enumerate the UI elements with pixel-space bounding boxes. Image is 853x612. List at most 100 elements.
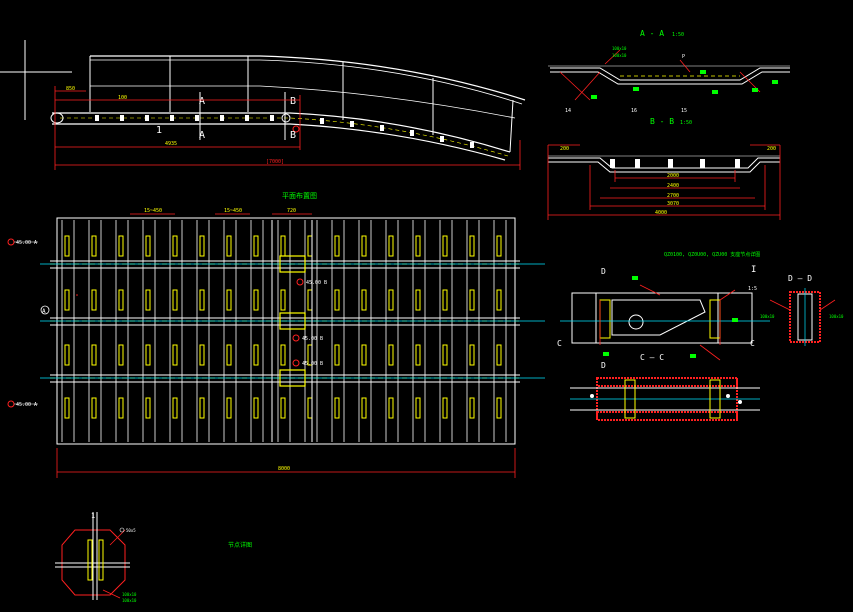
node-note-2: 100x10 <box>122 592 137 597</box>
tag-4-text: 45.00 B <box>302 336 323 342</box>
plan-stiffener <box>496 397 502 419</box>
aa-note-1: 100x10 <box>612 46 627 51</box>
plan-stiffener <box>145 235 151 257</box>
bb-dim-1: 2000 <box>667 173 679 179</box>
support-detail-view: QZ0100, QZ0U00, QZU00 支座节点详图 I 1:5 D D C… <box>557 251 770 421</box>
section-b-bottom-label: B <box>290 130 296 141</box>
plan-stiffener <box>64 235 70 257</box>
plan-stiffener <box>91 289 97 311</box>
plan-stiffener <box>469 235 475 257</box>
plan-stiffener <box>64 397 70 419</box>
plan-stiffener <box>280 397 286 419</box>
dd-note-2: 100x10 <box>829 314 844 319</box>
plan-stiffener <box>496 289 502 311</box>
detail-d-top: D <box>601 267 606 276</box>
bb-dim-3: 2700 <box>667 193 679 199</box>
detail-c-right: C <box>750 339 755 348</box>
dim-seg-text: 100 <box>118 95 127 101</box>
plan-stiffener <box>145 397 151 419</box>
plan-stiffener <box>226 289 232 311</box>
tag-1-text: 45.00 A <box>16 240 37 246</box>
section-a-top-label: A <box>199 96 205 107</box>
plan-stiffener <box>253 289 259 311</box>
plan-stiffener <box>469 397 475 419</box>
plan-stiffener <box>307 289 313 311</box>
bb-scale: 1:50 <box>680 120 692 126</box>
aa-15-label: 15 <box>681 108 687 114</box>
dim-total-text: [7000] <box>266 159 284 165</box>
plan-stiffener <box>442 344 448 366</box>
detail-title: QZ0100, QZ0U00, QZU00 支座节点详图 <box>664 251 760 258</box>
dd-title: D — D <box>788 274 812 283</box>
plan-stiffener <box>442 397 448 419</box>
plan-stiffener <box>334 289 340 311</box>
plan-stiffener <box>307 235 313 257</box>
detail-cc-label: C — C <box>640 353 664 362</box>
plan-stiffener <box>496 235 502 257</box>
plan-stiffener <box>334 397 340 419</box>
detail-scale: 1:5 <box>748 286 757 292</box>
plan-stiffener <box>118 289 124 311</box>
aa-title: A - A <box>640 29 664 38</box>
crosshair-cursor-icon <box>0 40 72 120</box>
view-1-label: 1 <box>156 125 162 136</box>
aa-scale: 1:50 <box>672 32 684 38</box>
plan-stiffener <box>442 235 448 257</box>
plan-stiffener <box>280 235 286 257</box>
plan-stiffener <box>172 397 178 419</box>
plan-stiffener <box>496 344 502 366</box>
plan-stiffener <box>118 235 124 257</box>
bridge-plan-view: 平面布置图 <box>7 191 545 478</box>
plan-stiffener <box>91 235 97 257</box>
plan-title: 平面布置图 <box>282 191 317 200</box>
plan-stiffener <box>172 344 178 366</box>
plan-stiffener <box>361 397 367 419</box>
detail-i-label: I <box>751 265 756 275</box>
aa-14-label: 14 <box>565 108 571 114</box>
plan-stiffener <box>334 344 340 366</box>
node-1-label: 1 <box>91 512 95 520</box>
bb-dim-4: 3070 <box>667 201 679 207</box>
plan-stiffener <box>118 344 124 366</box>
tag-left-top: 45.00 A <box>7 238 38 246</box>
aa-16-label: 16 <box>631 108 637 114</box>
aa-p-label: P <box>682 54 685 60</box>
plan-stiffener <box>145 344 151 366</box>
dim-span-text: 4935 <box>165 141 177 147</box>
bb-left-dim: 200 <box>560 146 569 152</box>
bridge-elevation-view: A A B B 1 850 100 4935 [7000] <box>50 55 526 170</box>
node-detail-label: 节点详图 <box>228 541 252 549</box>
plan-stiffener <box>361 344 367 366</box>
plan-stiffener <box>280 344 286 366</box>
axis-a-label: A <box>42 308 46 315</box>
plan-stiffener <box>361 235 367 257</box>
plan-stiffener <box>334 235 340 257</box>
plan-stiffener <box>253 344 259 366</box>
bb-title: B - B <box>650 117 674 126</box>
section-bb-view: B - B 1:50 200 200 2000 2400 <box>547 117 781 220</box>
bb-dim-2: 2400 <box>667 183 679 189</box>
plan-stiffener <box>442 289 448 311</box>
plan-stiffener <box>253 235 259 257</box>
tag-left-bottom: 45.00 A <box>7 400 38 408</box>
plan-stiffener <box>199 235 205 257</box>
plan-stiffener <box>172 235 178 257</box>
node-note-3: 100x10 <box>122 598 137 603</box>
aa-note-2: 100x10 <box>612 53 627 58</box>
tag-2-text: 45.00 A <box>16 402 37 408</box>
plan-stiffener <box>469 289 475 311</box>
detail-d-bottom: D <box>601 361 606 370</box>
section-a-bottom-label: A <box>199 130 205 141</box>
tag-mid-1: 45.00 B <box>296 278 327 286</box>
dim-left-text: 850 <box>66 86 75 92</box>
plan-stiffener <box>199 289 205 311</box>
bb-total-dim: 4000 <box>655 210 667 216</box>
plan-stiffener <box>91 397 97 419</box>
plan-total-dim: 8000 <box>278 466 290 472</box>
tag-mid-2: 45.00 B <box>292 334 323 342</box>
node-detail-view: 1 50x5 100x10 100x10 节点详图 <box>55 512 252 603</box>
plan-stiffener <box>388 289 394 311</box>
plan-stiffener <box>388 344 394 366</box>
